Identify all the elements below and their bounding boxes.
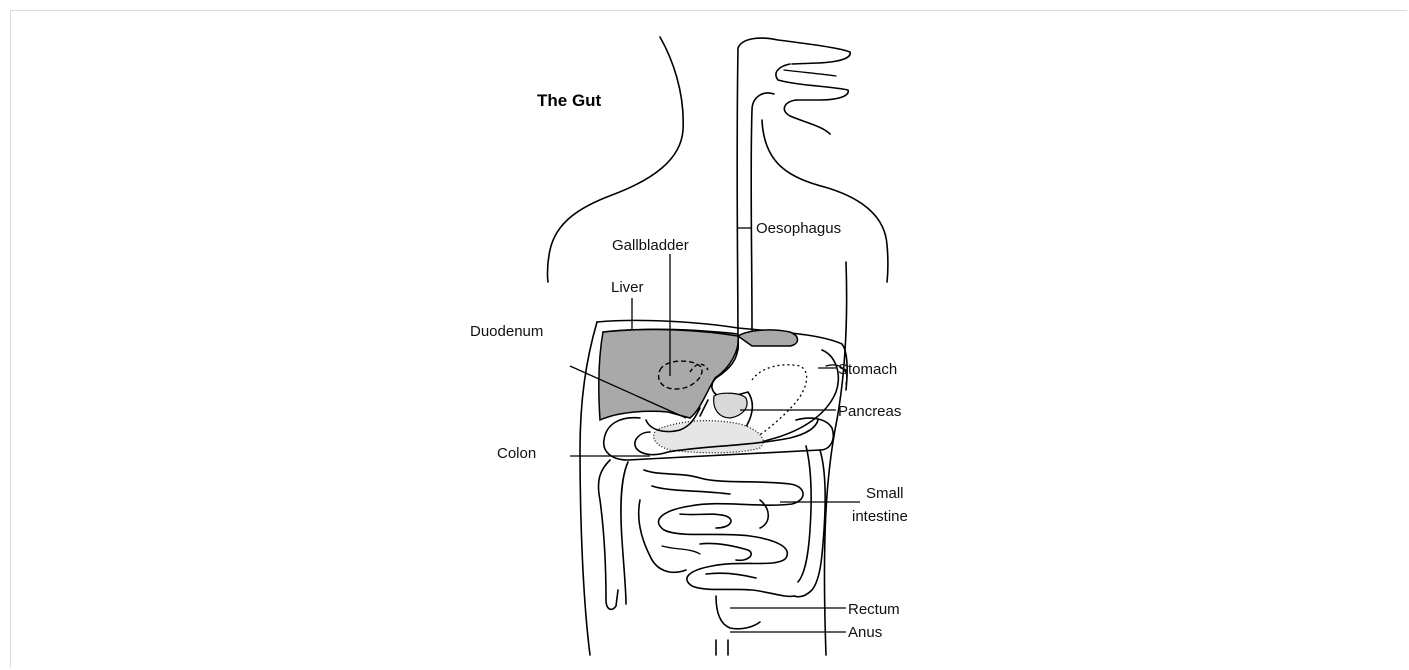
diagram-title: The Gut: [537, 91, 602, 110]
oesophagus-drawing: [737, 38, 850, 350]
label-pancreas: Pancreas: [838, 403, 901, 420]
small-intestine-drawing: [639, 470, 803, 596]
label-anus: Anus: [848, 624, 882, 641]
label-colon: Colon: [497, 445, 536, 462]
label-small-intestine-line1: Small: [866, 485, 904, 502]
label-liver: Liver: [611, 279, 644, 296]
label-duodenum: Duodenum: [470, 323, 543, 340]
label-small-intestine-line2: intestine: [852, 508, 908, 525]
label-oesophagus: Oesophagus: [756, 220, 841, 237]
label-stomach: Stomach: [838, 361, 897, 378]
label-rectum: Rectum: [848, 601, 900, 618]
colon-drawing: [598, 418, 833, 655]
label-gallbladder: Gallbladder: [612, 237, 689, 254]
